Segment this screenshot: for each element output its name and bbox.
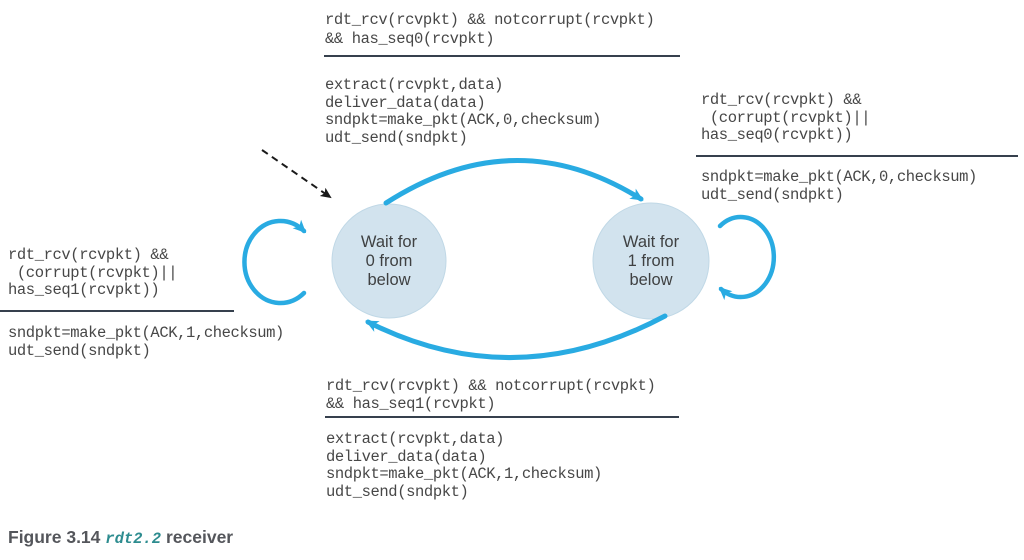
- state-wait-1-label: Wait for 1 from below: [622, 233, 680, 289]
- transition-bottom-action: extract(rcvpkt,data) deliver_data(data) …: [326, 430, 602, 501]
- state-wait-0-label: Wait for 0 from below: [360, 233, 418, 289]
- figure-caption-suffix: receiver: [165, 527, 234, 547]
- transition-left-self-action: sndpkt=make_pkt(ACK,1,checksum) udt_send…: [8, 324, 284, 360]
- transition-right-self-action: sndpkt=make_pkt(ACK,0,checksum) udt_send…: [701, 168, 977, 204]
- transition-left-self-condition: rdt_rcv(rcvpkt) && (corrupt(rcvpkt)|| ha…: [8, 246, 178, 299]
- figure-caption-code: rdt2.2: [105, 530, 162, 548]
- initial-state-arrow: [261, 149, 332, 199]
- figure-caption: Figure 3.14 rdt2.2 receiver: [8, 527, 233, 548]
- state-wait-1-circle: [592, 202, 710, 320]
- transition-arc-top: [383, 158, 644, 206]
- transition-right-self-condition: rdt_rcv(rcvpkt) && (corrupt(rcvpkt)|| ha…: [701, 91, 871, 144]
- transition-arc-bottom: [365, 313, 668, 360]
- transition-right-self-separator: [696, 155, 1018, 157]
- self-loop-left: [242, 218, 307, 306]
- figure-caption-label: Figure 3.14: [8, 527, 101, 547]
- transition-bottom-condition: rdt_rcv(rcvpkt) && notcorrupt(rcvpkt) &&…: [326, 377, 656, 413]
- transition-top-action: extract(rcvpkt,data) deliver_data(data) …: [325, 76, 601, 147]
- self-loop-right: [717, 214, 777, 301]
- transition-bottom-separator: [325, 416, 679, 418]
- transition-top-separator: [324, 55, 680, 57]
- transition-top-condition: rdt_rcv(rcvpkt) && notcorrupt(rcvpkt) &&…: [325, 11, 655, 48]
- transition-left-self-separator: [0, 310, 234, 312]
